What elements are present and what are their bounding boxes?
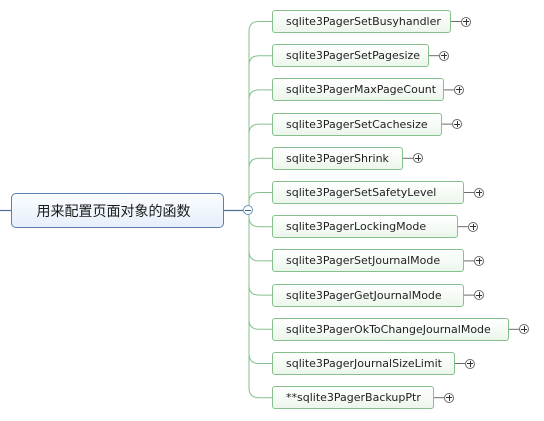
- child-topic[interactable]: sqlite3PagerGetJournalMode: [272, 283, 464, 307]
- branch-line: [248, 21, 272, 211]
- child-topic[interactable]: sqlite3PagerSetCachesize: [272, 112, 442, 136]
- root-topic[interactable]: 用来配置页面对象的函数: [11, 193, 224, 228]
- branch-line: [248, 210, 272, 262]
- expand-toggle-icon[interactable]: [468, 221, 478, 232]
- child-topic-label: sqlite3PagerGetJournalMode: [286, 288, 442, 302]
- child-topic-label: sqlite3PagerSetPagesize: [286, 49, 421, 63]
- child-topic-label: sqlite3PagerSetCachesize: [286, 117, 428, 131]
- child-topic[interactable]: sqlite3PagerSetJournalMode: [272, 249, 464, 273]
- child-topic[interactable]: sqlite3PagerLockingMode: [272, 215, 458, 239]
- expand-toggle-icon[interactable]: [465, 358, 475, 369]
- child-topic-label: sqlite3PagerSetSafetyLevel: [286, 186, 437, 199]
- child-topic-label: **sqlite3PagerBackupPtr: [286, 391, 421, 405]
- expand-toggle-icon[interactable]: [444, 392, 454, 403]
- branch-line: [248, 123, 272, 211]
- branch-line: [248, 157, 272, 211]
- branch-line: [248, 55, 272, 211]
- expand-toggle-icon[interactable]: [452, 119, 462, 130]
- child-topic-label: sqlite3PagerOkToChangeJournalMode: [286, 322, 491, 336]
- root-topic-label: 用来配置页面对象的函数: [36, 203, 191, 220]
- child-topic[interactable]: sqlite3PagerJournalSizeLimit: [272, 352, 455, 375]
- child-topic[interactable]: sqlite3PagerSetPagesize: [272, 44, 429, 68]
- child-topic[interactable]: sqlite3PagerSetBusyhandler: [272, 10, 451, 33]
- expand-toggle-icon[interactable]: [474, 290, 484, 301]
- child-topic[interactable]: sqlite3PagerSetSafetyLevel: [272, 181, 464, 204]
- branch-line: [248, 210, 272, 364]
- child-topic[interactable]: sqlite3PagerShrink: [272, 146, 403, 170]
- expand-toggle-icon[interactable]: [439, 50, 449, 61]
- expand-toggle-icon[interactable]: [519, 324, 529, 335]
- child-topic-label: sqlite3PagerSetBusyhandler: [286, 15, 441, 28]
- branch-line: [248, 210, 272, 330]
- branch-line: [248, 192, 272, 211]
- expand-toggle-icon[interactable]: [474, 187, 484, 198]
- child-topic-label: sqlite3PagerShrink: [286, 151, 389, 165]
- child-topic[interactable]: sqlite3PagerOkToChangeJournalMode: [272, 317, 509, 341]
- child-topic[interactable]: **sqlite3PagerBackupPtr: [272, 386, 434, 410]
- branch-line: [248, 89, 272, 211]
- expand-toggle-icon[interactable]: [413, 153, 423, 164]
- child-topic-label: sqlite3PagerLockingMode: [286, 220, 427, 234]
- child-topic-label: sqlite3PagerMaxPageCount: [286, 83, 437, 97]
- expand-toggle-icon[interactable]: [454, 84, 464, 95]
- branch-line: [248, 210, 272, 228]
- branch-line: [248, 210, 272, 296]
- expand-toggle-icon[interactable]: [474, 255, 484, 266]
- branch-line: [248, 210, 272, 399]
- collapse-toggle-icon[interactable]: [243, 205, 253, 215]
- child-topic[interactable]: sqlite3PagerMaxPageCount: [272, 78, 444, 102]
- child-topic-label: sqlite3PagerJournalSizeLimit: [286, 357, 442, 370]
- child-topic-label: sqlite3PagerSetJournalMode: [286, 254, 441, 268]
- expand-toggle-icon[interactable]: [461, 16, 471, 27]
